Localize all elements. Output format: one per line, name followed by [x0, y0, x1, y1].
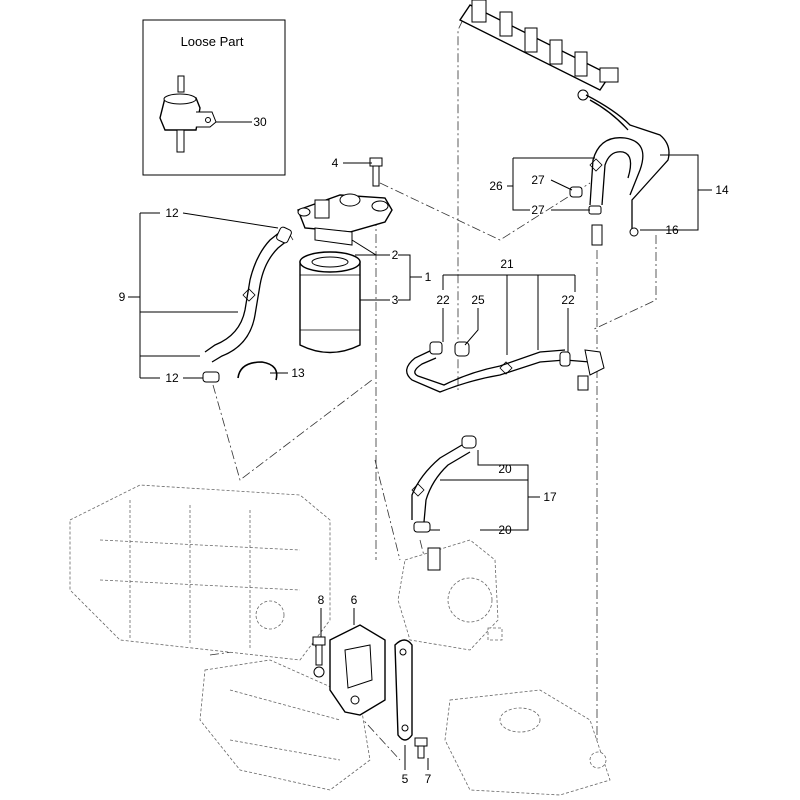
callout-12-bottom: 12	[165, 371, 179, 385]
hose-26	[569, 137, 644, 246]
callout-22-left: 22	[436, 293, 450, 307]
fuel-rail	[458, 0, 619, 101]
callout-22-right: 22	[561, 293, 575, 307]
callout-2: 2	[392, 248, 399, 262]
callout-16: 16	[665, 223, 679, 237]
hose-17	[411, 435, 477, 533]
fuel-filter-head	[297, 193, 393, 256]
hose-21	[406, 341, 605, 393]
callout-27-bottom: 27	[531, 203, 545, 217]
stay-5	[394, 639, 413, 741]
clip-13	[237, 361, 278, 381]
fuel-damper-part	[159, 75, 217, 153]
loose-part-box: Loose Part	[142, 19, 286, 176]
bolt-7	[414, 737, 428, 759]
callout-4: 4	[332, 156, 339, 170]
leader-lines	[128, 154, 712, 770]
fuel-injection-pump	[397, 539, 503, 651]
callout-9: 9	[119, 290, 126, 304]
callout-20-bottom: 20	[498, 523, 512, 537]
callout-26: 26	[489, 179, 503, 193]
callout-7: 7	[425, 772, 432, 786]
callout-labels: 30 4 12 9 2 1 3 12 13 26 27 27 14 16 21 …	[119, 115, 729, 786]
loose-part-title: Loose Part	[181, 34, 244, 49]
callout-6: 6	[351, 593, 358, 607]
bolt-4	[369, 157, 383, 187]
callout-3: 3	[392, 293, 399, 307]
callout-21: 21	[500, 257, 514, 271]
callout-30: 30	[253, 115, 267, 129]
return-hose-14	[585, 94, 670, 237]
callout-8: 8	[318, 593, 325, 607]
callout-25: 25	[471, 293, 485, 307]
hose-9	[202, 226, 292, 383]
callout-1: 1	[425, 270, 432, 284]
callout-13: 13	[291, 366, 305, 380]
callout-17: 17	[543, 490, 557, 504]
engine-block	[69, 484, 331, 661]
exhaust-manifold	[444, 689, 611, 796]
callout-12-top: 12	[165, 206, 179, 220]
callout-5: 5	[402, 772, 409, 786]
fuel-filter-cartridge	[299, 251, 361, 354]
bolt-8	[312, 636, 326, 678]
callout-14: 14	[715, 183, 729, 197]
bracket-6	[329, 624, 386, 716]
intake-manifold	[199, 659, 371, 791]
callout-20-top: 20	[498, 462, 512, 476]
callout-27-top: 27	[531, 173, 545, 187]
